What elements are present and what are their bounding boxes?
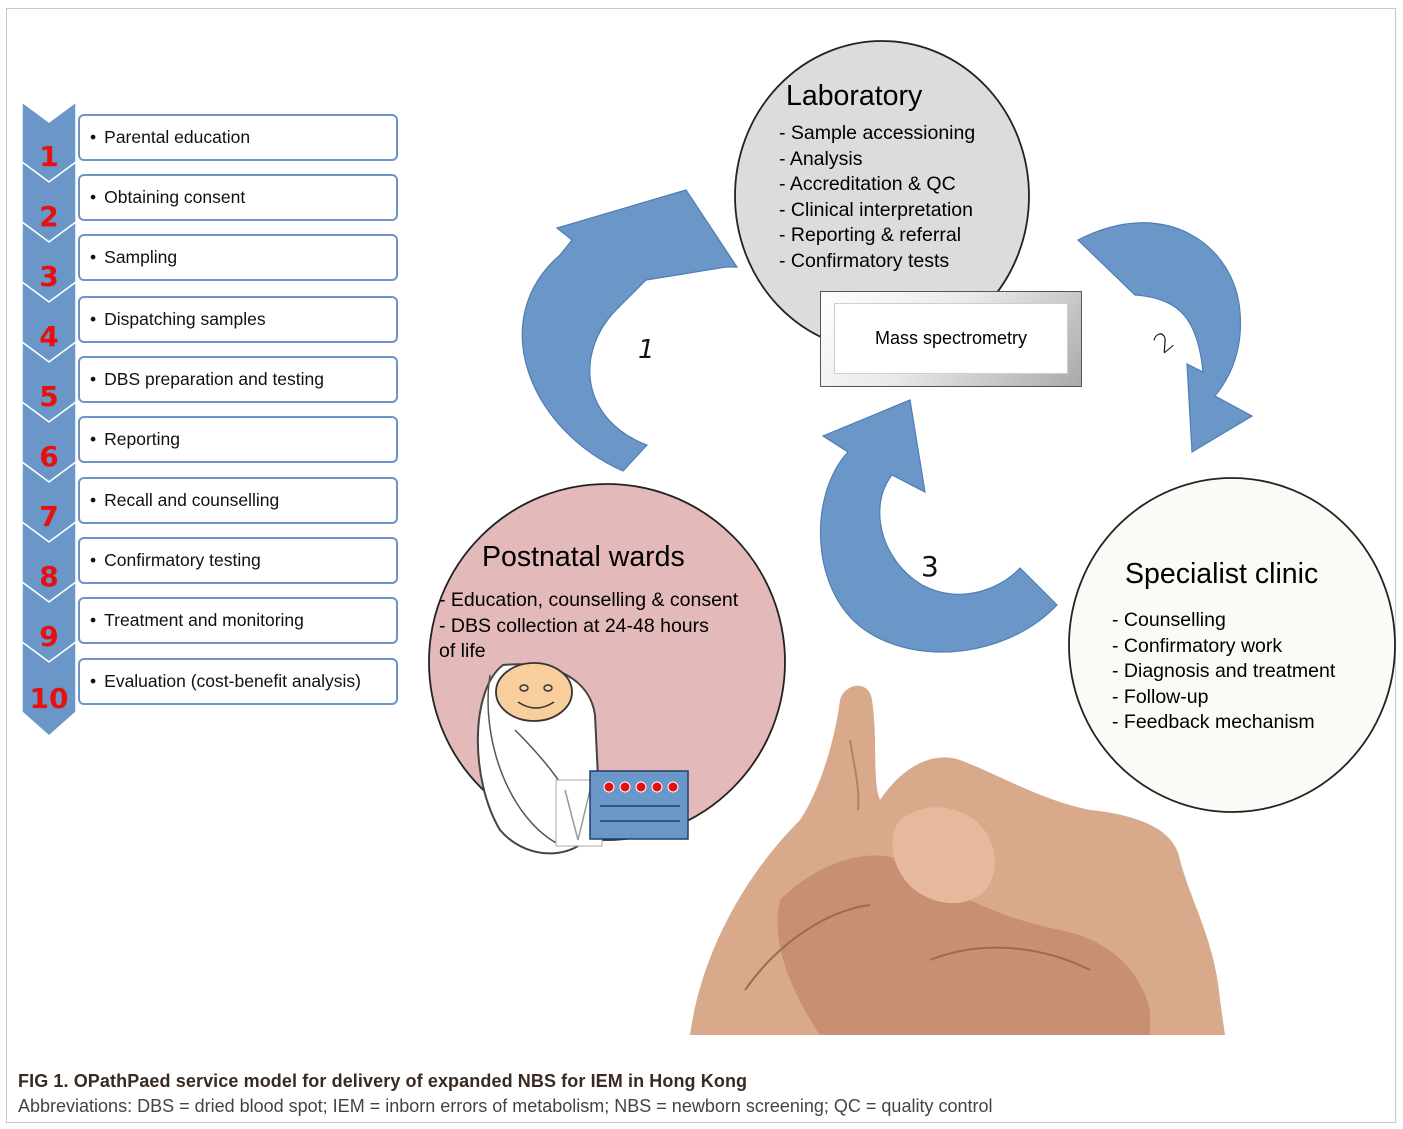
specialist-item: - Feedback mechanism (1112, 711, 1315, 733)
laboratory-item: - Reporting & referral (779, 224, 962, 246)
specialist-title: Specialist clinic (1125, 558, 1319, 590)
specialist-circle (1068, 477, 1396, 813)
specialist-item: - Follow-up (1112, 685, 1209, 708)
baby-face (495, 662, 573, 722)
step-number-10: 10 (29, 682, 69, 715)
step-box-7: • Recall and counselling (78, 477, 398, 524)
step-number-6: 6 (39, 440, 59, 473)
laboratory-item: - Sample accessioning (779, 122, 976, 144)
step-bullet: • (90, 610, 97, 630)
step-box-3: • Sampling (78, 234, 398, 281)
laboratory-item: - Accreditation & QC (779, 173, 956, 195)
arrow-label-3: 3 (921, 550, 939, 583)
mass-spectrometry-label: Mass spectrometry (834, 303, 1068, 374)
step-bullet: • (90, 671, 97, 691)
step-label: Evaluation (cost-benefit analysis) (104, 671, 361, 691)
step-box-5: • DBS preparation and testing (78, 356, 398, 403)
specialist-item: - Diagnosis and treatment (1112, 660, 1336, 682)
laboratory-item: - Confirmatory tests (779, 249, 950, 272)
step-bullet: • (90, 369, 97, 389)
step-box-9: • Treatment and monitoring (78, 597, 398, 644)
cycle-arrow-3 (819, 399, 1058, 653)
laboratory-title: Laboratory (786, 80, 923, 112)
step-box-4: • Dispatching samples (78, 296, 398, 343)
step-number-8: 8 (39, 560, 59, 593)
step-box-6: • Reporting (78, 416, 398, 463)
postnatal-item-list: - Education, counselling & consent - DBS… (439, 588, 738, 665)
specialist-item: - Counselling (1112, 609, 1226, 631)
step-box-10: • Evaluation (cost-benefit analysis) (78, 658, 398, 705)
postnatal-item: of life (439, 640, 486, 662)
step-label: Recall and counselling (104, 490, 280, 510)
laboratory-item-list: - Sample accessioning - Analysis - Accre… (779, 121, 975, 274)
step-number-3: 3 (39, 260, 59, 293)
figure-caption-title: FIG 1. OPathPaed service model for deliv… (18, 1071, 748, 1091)
cycle-arrow-2 (1076, 222, 1254, 454)
postnatal-item: - Education, counselling & consent (439, 589, 739, 611)
step-label: Sampling (104, 247, 178, 267)
step-number-9: 9 (39, 620, 59, 653)
step-bullet: • (90, 309, 97, 329)
hands-photo-illustration (690, 685, 1225, 1035)
laboratory-item: - Clinical interpretation (779, 198, 974, 221)
postnatal-item: - DBS collection at 24-48 hours (439, 614, 709, 637)
step-label: Reporting (104, 429, 181, 449)
step-box-1: • Parental education (78, 114, 398, 161)
step-bullet: • (90, 247, 97, 267)
specialist-item: - Confirmatory work (1112, 634, 1283, 657)
step-number-1: 1 (39, 140, 59, 173)
step-label: Parental education (104, 127, 251, 147)
step-label: Treatment and monitoring (104, 610, 304, 630)
step-number-7: 7 (39, 500, 59, 533)
figure-frame (6, 8, 1396, 1123)
step-number-2: 2 (39, 200, 59, 233)
laboratory-item: - Analysis (779, 147, 863, 170)
step-bullet: • (90, 187, 97, 207)
step-box-2: • Obtaining consent (78, 174, 398, 221)
step-label: Dispatching samples (104, 309, 266, 329)
step-label: Obtaining consent (104, 187, 246, 207)
step-number-4: 4 (39, 320, 59, 353)
step-bullet: • (90, 429, 97, 449)
step-box-8: • Confirmatory testing (78, 537, 398, 584)
step-bullet: • (90, 127, 97, 147)
cycle-arrow-1 (521, 189, 739, 472)
process-chevron-column (21, 100, 77, 738)
baby-illustration (476, 662, 603, 855)
specialist-item-list: - Counselling - Confirmatory work - Diag… (1112, 608, 1335, 736)
step-label: DBS preparation and testing (104, 369, 325, 389)
figure-caption-abbreviations: Abbreviations: DBS = dried blood spot; I… (18, 1096, 993, 1116)
step-number-5: 5 (39, 380, 59, 413)
step-bullet: • (90, 550, 97, 570)
postnatal-title: Postnatal wards (482, 541, 685, 573)
step-label: Confirmatory testing (104, 550, 261, 570)
arrow-label-1: 1 (638, 335, 655, 365)
step-bullet: • (90, 490, 97, 510)
dbs-card-icon (589, 770, 689, 840)
mass-spectrometry-box: Mass spectrometry (820, 291, 1082, 387)
